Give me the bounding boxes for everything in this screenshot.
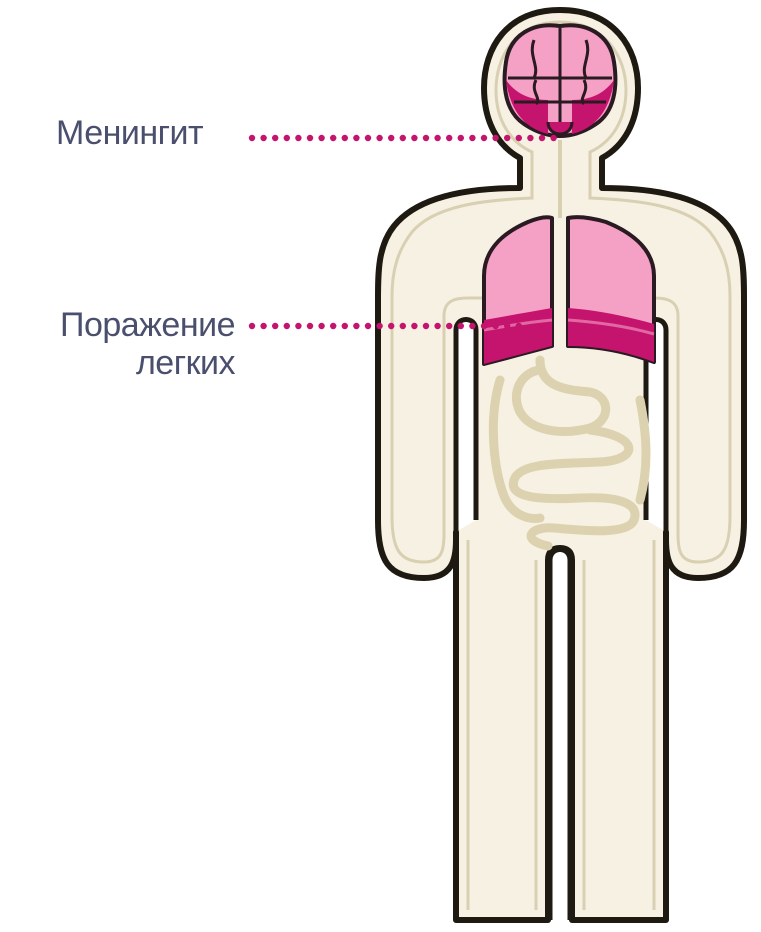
leader-dot [492, 323, 498, 329]
leader-dot [446, 135, 452, 141]
leader-dot [353, 323, 359, 329]
leader-dot [260, 135, 266, 141]
leader-dot [318, 323, 324, 329]
leader-dot [295, 135, 301, 141]
leader-dot [400, 323, 406, 329]
leader-dot [272, 323, 278, 329]
leader-dot [307, 323, 313, 329]
leader-dot [284, 135, 290, 141]
lung-damage-label-line2: легких [60, 344, 235, 382]
leader-dot [411, 323, 417, 329]
leader-dot [458, 323, 464, 329]
leader-dot [481, 135, 487, 141]
leader-dot [446, 323, 452, 329]
leader-dot [318, 135, 324, 141]
lung-damage-label-line1: Поражение [60, 306, 235, 344]
leader-dot [376, 323, 382, 329]
leader-dot [400, 135, 406, 141]
leader-dot [492, 135, 498, 141]
leader-dot [365, 135, 371, 141]
leader-dot [504, 135, 510, 141]
lung-damage-label: Поражение легких [60, 306, 235, 382]
leader-dot [504, 323, 510, 329]
left-armpit-gap [456, 320, 476, 533]
leader-dot [516, 323, 522, 329]
leader-dot [539, 135, 545, 141]
leader-dot [516, 135, 522, 141]
leader-dot [423, 323, 429, 329]
leader-dot [249, 323, 255, 329]
leader-dot [284, 323, 290, 329]
leader-dot [469, 135, 475, 141]
leader-dot [434, 135, 440, 141]
leader-dot [249, 135, 255, 141]
leader-dot [388, 323, 394, 329]
meningitis-label: Менингит [56, 114, 203, 152]
leader-dot [550, 135, 556, 141]
leader-dot [330, 135, 336, 141]
leader-dot [423, 135, 429, 141]
leader-dot [342, 323, 348, 329]
leader-dot [342, 135, 348, 141]
leader-dot [376, 135, 382, 141]
lungs [484, 217, 654, 364]
leader-dot [260, 323, 266, 329]
leader-dot [458, 135, 464, 141]
brain [505, 25, 616, 136]
brain-stem [548, 122, 572, 134]
leader-dot [307, 135, 313, 141]
leader-dot [330, 323, 336, 329]
leader-dot [365, 323, 371, 329]
leader-dot [353, 135, 359, 141]
leader-dot [527, 135, 533, 141]
leader-dot [469, 323, 475, 329]
leader-dot [481, 323, 487, 329]
leader-dot [388, 135, 394, 141]
leader-dot [295, 323, 301, 329]
leader-dot [434, 323, 440, 329]
leader-dot [272, 135, 278, 141]
leg-gap [550, 550, 570, 921]
leader-dot [411, 135, 417, 141]
